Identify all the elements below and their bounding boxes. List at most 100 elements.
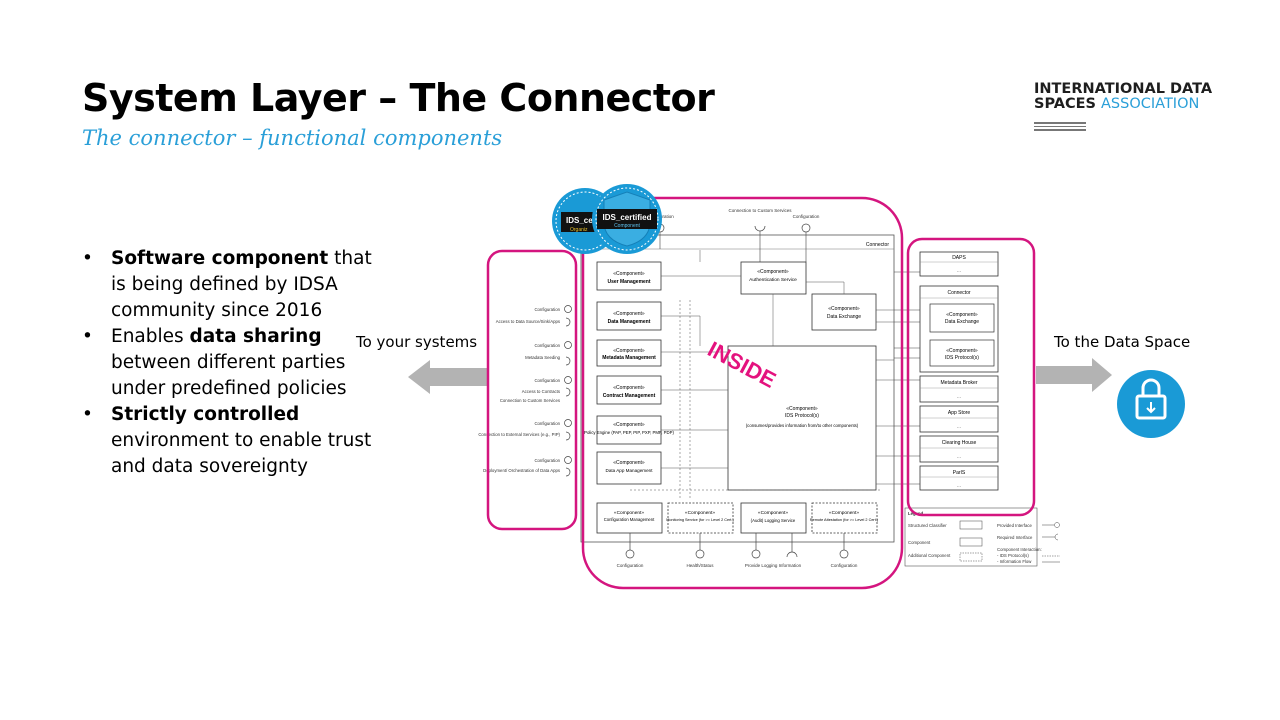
legend-item: - Information Flow <box>997 559 1032 564</box>
box-title: Connector <box>947 290 970 296</box>
component-name: IDS Protocol(s) <box>785 413 819 419</box>
legend-item: Component Interaction: <box>997 547 1042 552</box>
iface-label: Health/Status <box>686 563 714 568</box>
component-name: Data App Management <box>606 468 654 473</box>
component-name: Metadata Management <box>602 355 656 361</box>
stereotype-label: «Component» <box>758 510 788 516</box>
component-name: Remote Attestation (for >= Level 2 Cert.… <box>810 518 879 522</box>
iface-label: Access to Data Source/Sink/Apps <box>496 319 560 324</box>
stereotype-label: «Component» <box>613 348 645 354</box>
iface-label: Configuration <box>617 563 644 568</box>
stereotype-label: «Component» <box>613 460 645 466</box>
highlight-frames <box>486 196 1036 590</box>
component-box: «Component» Configuration Management <box>596 502 663 534</box>
slide-subtitle: The connector – functional components <box>82 126 503 150</box>
component-box: «Component» Authentication Service <box>740 261 807 295</box>
iface-label: Provide Logging Information <box>745 563 802 568</box>
component-name: Authentication Service <box>749 277 797 283</box>
bullet-text: that is being defined by IDSA community … <box>111 248 372 321</box>
component-name: Policy Engine (PAP, PEP, PIP, PXP, PMP, … <box>584 430 674 435</box>
bottom-components: «Component» Configuration Management «Co… <box>596 502 879 534</box>
logo-line-2b: ASSOCIATION <box>1101 96 1200 112</box>
component-box: «Component» Data Exchange <box>811 293 877 331</box>
right-highlight <box>906 237 1036 517</box>
component-name: Contract Management <box>603 393 656 399</box>
stereotype-label: «Component» <box>685 510 715 516</box>
component-box: «Component» Policy Engine (PAP, PEP, PIP… <box>584 415 674 445</box>
arrow-right-icon <box>1036 358 1112 392</box>
legend: Legend Structured Classifier Component A… <box>904 507 1060 567</box>
component-box: «Component» Monitoring Service (for >= L… <box>666 502 734 534</box>
component-box: «Component» IDS Protocol(s) (consumes/pr… <box>727 345 877 491</box>
right-box: Metadata Broker ... <box>919 375 999 403</box>
component-desc: (consumes/provides information from/to o… <box>746 423 859 428</box>
iface-label: Access to Contracts <box>522 389 560 394</box>
box-title: Clearing House <box>942 440 977 446</box>
component-box: «Component» Remote Attestation (for >= L… <box>810 502 879 534</box>
component-box: «Component» User Management <box>596 261 662 291</box>
iface-label: Connection to Custom Services <box>500 398 560 403</box>
logo-line-2a: SPACES <box>1034 96 1096 112</box>
idsa-logo: INTERNATIONAL DATA SPACES ASSOCIATION <box>1034 82 1212 112</box>
bullet-item: Enables data sharing between different p… <box>82 324 372 402</box>
logo-line-1: INTERNATIONAL DATA <box>1034 81 1213 97</box>
iface-label: Deployment/ Orchestration of Data Apps <box>483 468 560 473</box>
box-ellipsis: ... <box>957 268 961 274</box>
stereotype-label: «Component» <box>828 306 860 312</box>
box-title: Metadata Broker <box>941 380 978 386</box>
stereotype-label: «Component» <box>613 311 645 317</box>
internal-lines <box>630 250 894 500</box>
to-your-systems-label: To your systems <box>356 333 478 351</box>
stereotype-label: «Component» <box>786 406 818 412</box>
bullet-bold: data sharing <box>189 326 322 347</box>
iface-label: Configuration <box>793 214 820 219</box>
arrow-left-icon <box>408 360 488 394</box>
component-box: «Component» Contract Management <box>596 375 662 405</box>
box-title: ParIS <box>953 470 966 476</box>
badge-comp-title: IDS_certified <box>603 213 652 222</box>
component-name: User Management <box>607 279 650 285</box>
component-box: «Component» (Audit) Logging Service <box>740 502 807 534</box>
slide-title: System Layer – The Connector <box>82 76 715 120</box>
iface-label: Metadata Seeding <box>525 355 560 360</box>
box-ellipsis: ... <box>957 424 961 430</box>
component-box: «Component» Data App Management <box>596 451 662 485</box>
box-title: App Store <box>948 410 970 416</box>
bullet-lead: Enables <box>111 326 190 347</box>
badge-org-title: IDS_cer <box>566 216 596 225</box>
component-name: Monitoring Service (for >= Level 2 Cert.… <box>666 518 734 522</box>
component-box: «Component» Metadata Management <box>596 339 662 367</box>
right-box-connector: Connector «Component» Data Exchange «Com… <box>919 285 999 373</box>
iface-label: Configuration <box>534 343 560 348</box>
logo-stripes <box>1034 122 1086 133</box>
iface-label: uration <box>660 214 674 219</box>
iface-label: Connection to Custom Services <box>728 208 792 213</box>
iface-label: Configuration <box>534 421 560 426</box>
left-highlight <box>486 249 578 531</box>
legend-item: Structured Classifier <box>908 523 947 528</box>
component-name: Configuration Management <box>604 517 655 522</box>
component-box: «Component» Data Management <box>596 301 662 331</box>
stereotype-label: «Component» <box>946 312 978 318</box>
box-ellipsis: ... <box>957 394 961 400</box>
stereotype-label: «Component» <box>613 385 645 391</box>
iface-label: Configuration <box>534 378 560 383</box>
shield-badge-icon: IDS_certified Component <box>592 184 662 254</box>
legend-item: Provided Interface <box>997 523 1032 528</box>
component-name: Data Management <box>608 319 651 325</box>
component-name: Data Exchange <box>945 319 979 325</box>
bullet-item: Strictly controlled environment to enabl… <box>82 402 372 480</box>
right-components: DAPS ... Connector «Component» Data Exch… <box>894 251 999 491</box>
bullet-item: Software component that is being defined… <box>82 246 372 324</box>
right-box: Clearing House ... <box>919 435 999 463</box>
bullet-bold: Software component <box>111 248 329 269</box>
stereotype-label: «Component» <box>829 510 859 516</box>
data-lock-icon <box>1117 370 1185 438</box>
inside-highlight <box>581 196 904 590</box>
right-box: ParIS ... <box>919 465 999 491</box>
connector-label: Connector <box>866 242 889 248</box>
stereotype-label: «Component» <box>614 510 644 516</box>
stereotype-label: «Component» <box>757 269 789 275</box>
badge-org-sub: Organiz <box>570 227 588 233</box>
box-ellipsis: ... <box>957 483 961 489</box>
